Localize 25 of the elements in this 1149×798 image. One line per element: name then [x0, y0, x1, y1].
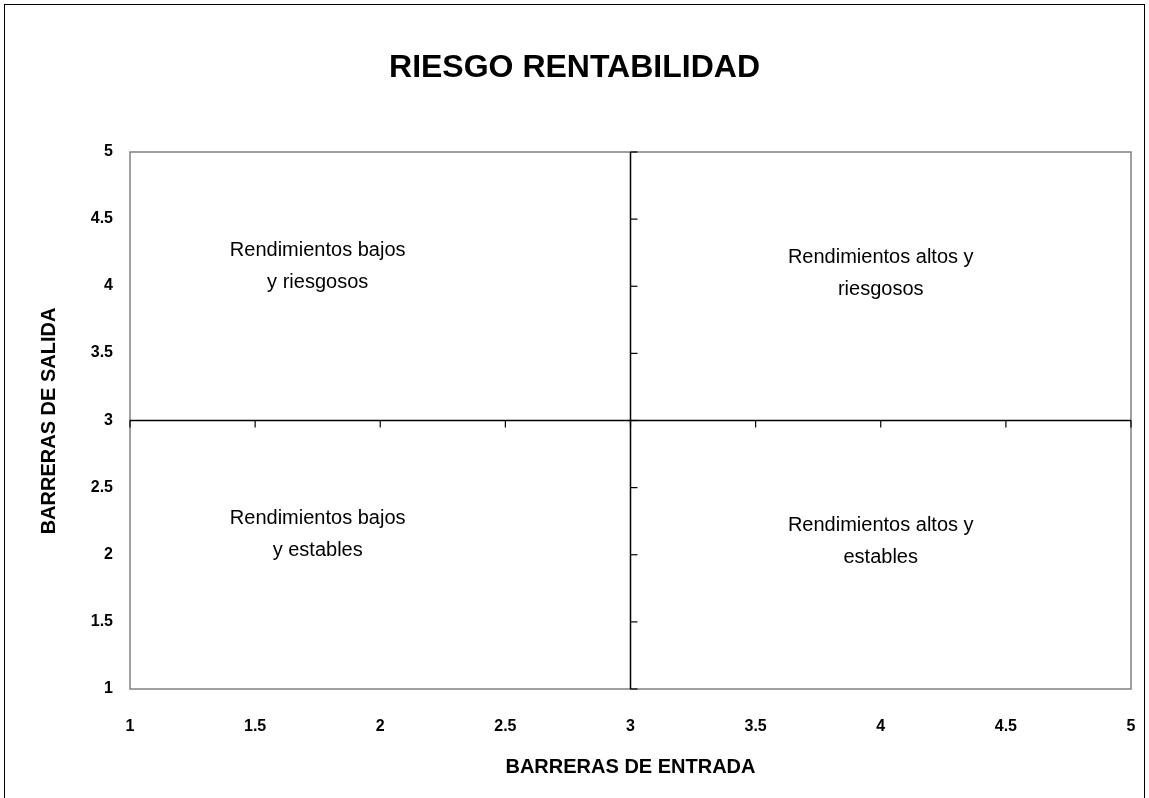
y-tick-label: 4.5: [89, 209, 113, 228]
y-axis-title: BARRERAS DE SALIDA: [36, 307, 60, 534]
chart-title: RIESGO RENTABILIDAD: [388, 48, 761, 85]
quadrant-label: Rendimientos bajos y estables: [228, 505, 407, 563]
quadrant-label: Rendimientos altos y riesgosos: [786, 243, 975, 301]
y-tick-label: 3: [103, 410, 113, 429]
y-tick-label: 4: [103, 276, 113, 295]
quadrant-label: Rendimientos altos y estables: [786, 512, 975, 570]
y-tick-label: 1: [103, 679, 113, 697]
y-tick-label: 3.5: [89, 343, 113, 362]
quadrant-label: Rendimientos bajos y riesgosos: [228, 236, 407, 294]
x-tick-label: 3: [625, 717, 636, 735]
x-tick-label: 4.5: [993, 717, 1018, 735]
x-tick-label: 1: [124, 717, 136, 735]
x-tick-label: 1.5: [243, 717, 268, 735]
x-tick-label: 4: [875, 717, 887, 735]
x-tick-label: 5: [1125, 717, 1137, 735]
y-tick-label: 1.5: [89, 611, 113, 630]
y-tick-label: 5: [103, 142, 113, 160]
x-tick-label: 3.5: [743, 717, 768, 735]
x-tick-label: 2: [374, 717, 386, 735]
y-tick-label: 2.5: [89, 477, 113, 496]
x-tick-label: 2.5: [493, 717, 518, 735]
x-axis-title: BARRERAS DE ENTRADA: [504, 755, 757, 778]
y-tick-label: 2: [103, 544, 113, 563]
